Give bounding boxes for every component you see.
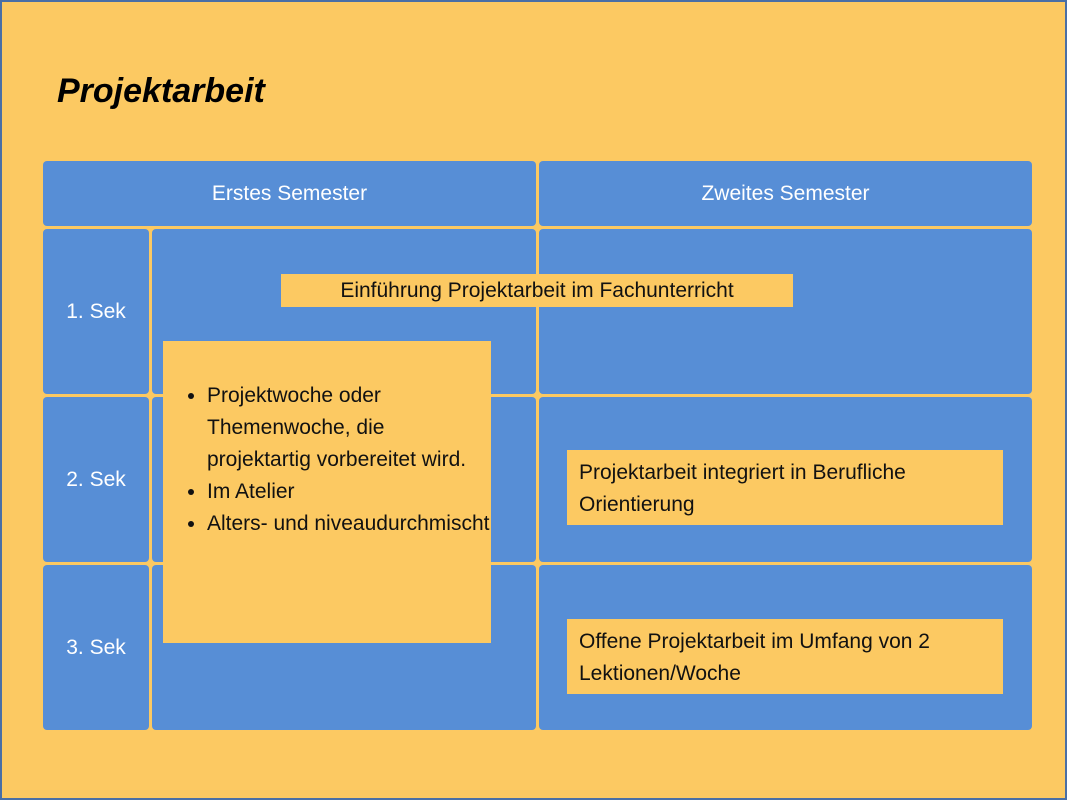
note-berufliche-orientierung: Projektarbeit integriert in Berufliche O… [567, 450, 1003, 525]
slide-title: Projektarbeit [57, 72, 265, 110]
row-label: 3. Sek [66, 635, 126, 659]
list-item: Alters- und niveaudurchmischt [207, 508, 491, 540]
note-projektwoche: Projektwoche oder Themenwoche, die proje… [163, 341, 491, 643]
header-zweites-semester: Zweites Semester [539, 161, 1032, 226]
header-label: Erstes Semester [211, 181, 368, 205]
note-text: Projektarbeit integriert in Berufliche O… [579, 461, 906, 516]
row-label: 2. Sek [66, 467, 126, 491]
row-label-2-sek: 2. Sek [43, 397, 149, 562]
header-erstes-semester: Erstes Semester [43, 161, 536, 226]
row-label-3-sek: 3. Sek [43, 565, 149, 730]
cell-1-sek-zweites [539, 229, 1032, 394]
header-label: Zweites Semester [701, 181, 870, 205]
note-bullet-list: Projektwoche oder Themenwoche, die proje… [163, 380, 491, 540]
note-einfuehrung: Einführung Projektarbeit im Fachunterric… [281, 274, 793, 307]
row-label: 1. Sek [66, 299, 126, 323]
row-label-1-sek: 1. Sek [43, 229, 149, 394]
list-item: Projektwoche oder Themenwoche, die proje… [207, 380, 491, 476]
list-item: Im Atelier [207, 476, 491, 508]
note-text: Einführung Projektarbeit im Fachunterric… [340, 279, 734, 302]
note-offene-projektarbeit: Offene Projektarbeit im Umfang von 2 Lek… [567, 619, 1003, 694]
note-text: Offene Projektarbeit im Umfang von 2 Lek… [579, 630, 930, 685]
